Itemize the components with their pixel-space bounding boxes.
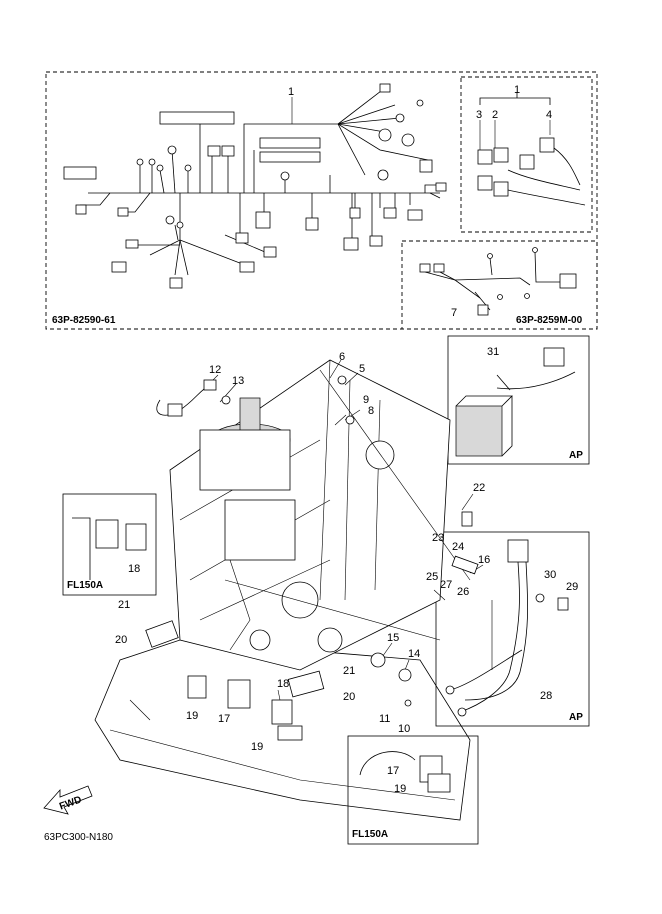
callout-30: 30: [544, 569, 556, 581]
sensor-detail-panel: [460, 76, 593, 233]
callout-19-lower: 19: [251, 741, 263, 753]
callout-1-detail: 1: [514, 84, 520, 96]
callout-17-main: 17: [218, 713, 230, 725]
callout-12: 12: [209, 364, 221, 376]
fl150a-bottom-panel: [347, 735, 479, 845]
callout-24: 24: [452, 541, 464, 553]
callout-5: 5: [359, 363, 365, 375]
callout-2: 2: [492, 109, 498, 121]
callout-21-left: 21: [118, 599, 130, 611]
wire-harness-panel: [45, 71, 598, 330]
fl150a-label-left: FL150A: [67, 580, 103, 591]
callout-16: 16: [478, 554, 490, 566]
ap-battery-panel: [447, 335, 590, 465]
sub-harness-panel: [401, 240, 598, 330]
callout-8: 8: [368, 405, 374, 417]
callout-20-left: 20: [115, 634, 127, 646]
callout-10: 10: [398, 723, 410, 735]
callout-18-main: 18: [277, 678, 289, 690]
engine-body: [94, 359, 471, 821]
callout-26: 26: [457, 586, 469, 598]
ap-label-battery: AP: [569, 450, 583, 461]
callout-6: 6: [339, 351, 345, 363]
callout-14: 14: [408, 648, 420, 660]
callout-15: 15: [387, 632, 399, 644]
callout-21-right: 21: [343, 665, 355, 677]
callout-22: 22: [473, 482, 485, 494]
callout-1-main: 1: [288, 86, 294, 98]
figure-code: 63PC300-N180: [44, 832, 113, 843]
callout-7: 7: [451, 307, 457, 319]
fl150a-label-bottom: FL150A: [352, 829, 388, 840]
callout-19-fl150a: 19: [394, 783, 406, 795]
callout-25: 25: [426, 571, 438, 583]
callout-28: 28: [540, 690, 552, 702]
callout-23: 23: [432, 532, 444, 544]
fl150a-left-panel: [62, 493, 157, 596]
fwd-arrow: FWD: [43, 785, 93, 815]
callout-19-main: 19: [186, 710, 198, 722]
callout-11: 11: [379, 713, 390, 725]
ap-cable-panel: [435, 531, 590, 727]
ap-label-cable: AP: [569, 712, 583, 723]
callout-20-right: 20: [343, 691, 355, 703]
callout-27: 27: [440, 579, 452, 591]
sub-harness-box-code: 63P-8259M-00: [516, 315, 583, 326]
leader-lines: [145, 97, 493, 741]
callout-31: 31: [487, 346, 499, 358]
callout-4: 4: [546, 109, 552, 121]
harness-box-code: 63P-82590-61: [52, 315, 116, 326]
callout-numbers: 1 1 2 3 4 5 6 7 8 9 10 11 12 13 14 15 16…: [115, 84, 578, 795]
callout-3: 3: [476, 109, 482, 121]
callout-17-fl150a: 17: [387, 765, 399, 777]
callout-18-fl150a: 18: [128, 563, 140, 575]
callout-29: 29: [566, 581, 578, 593]
callout-9: 9: [363, 394, 369, 406]
callout-13: 13: [232, 375, 244, 387]
